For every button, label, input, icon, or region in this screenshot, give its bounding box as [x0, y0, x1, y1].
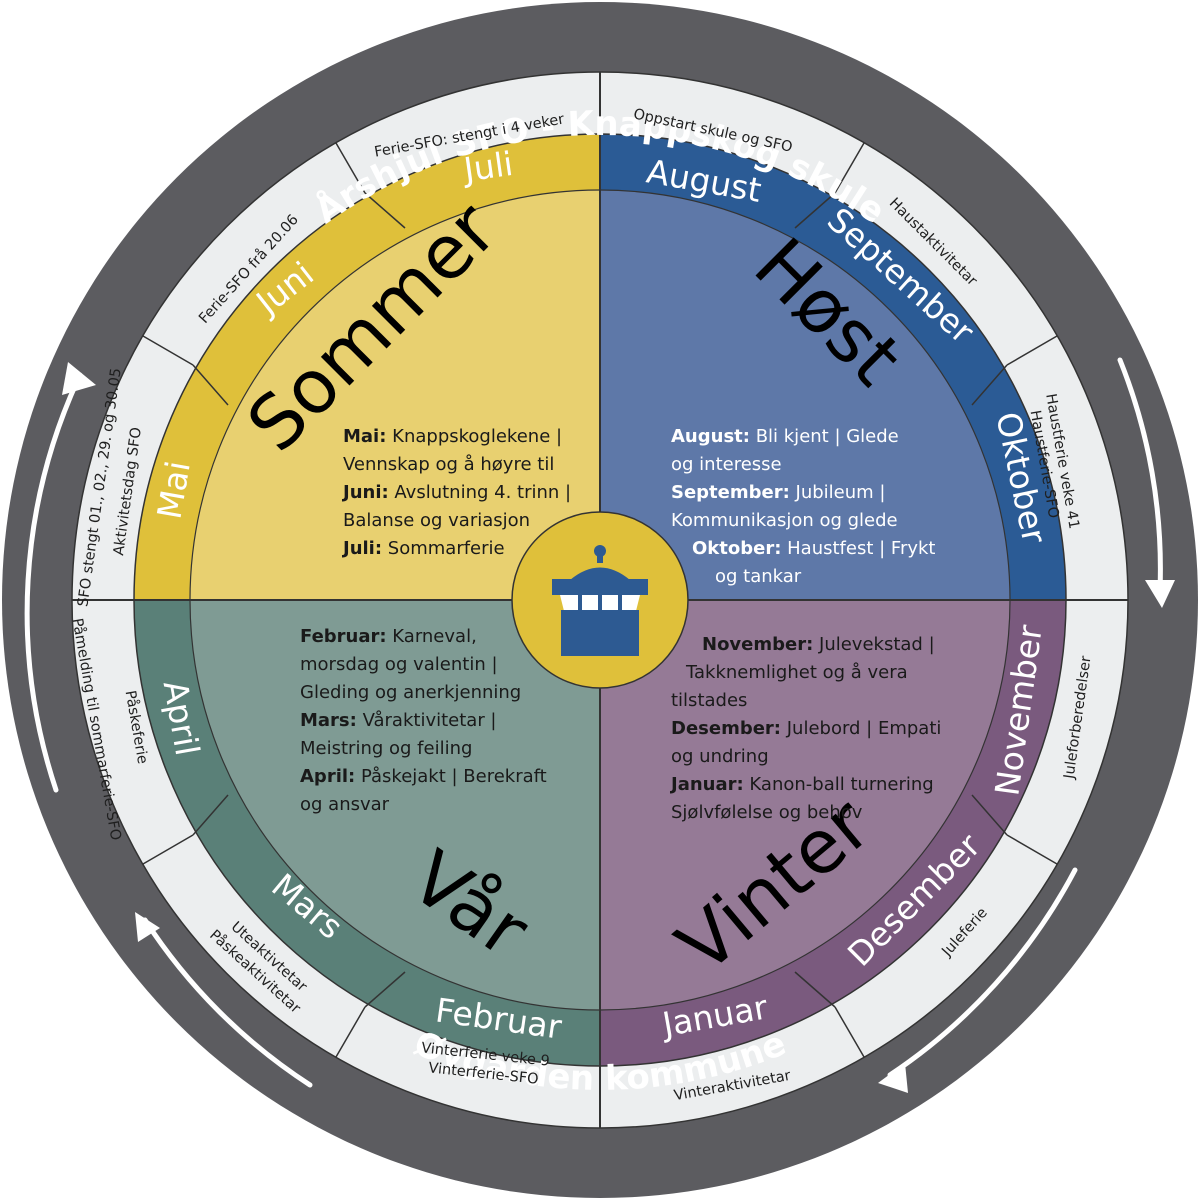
arrow-head-icon	[1145, 580, 1175, 608]
vinter-desc-line5: og undring	[671, 746, 769, 767]
vinter-desc-line1: November: Julevekstad |	[702, 634, 935, 655]
vinter-desc-line6: Januar: Kanon-ball turnering	[669, 774, 934, 795]
var-desc-line5: Meistring og feiling	[300, 738, 472, 759]
arrow-heads	[62, 362, 1175, 1093]
host-desc-line1: August: Bli kjent | Glede	[671, 426, 899, 447]
month-dividers	[142, 142, 1058, 1058]
var-desc-line2: morsdag og valentin |	[300, 654, 498, 675]
arrow-head-icon	[62, 362, 96, 395]
month-ring-outline	[133, 133, 1067, 1067]
center-emblem	[511, 511, 689, 689]
host-desc-line4: Kommunikasjon og glede	[671, 510, 898, 531]
vinter-desc-line2: Takknemlighet og å vera	[685, 662, 908, 683]
sommer-desc-line1: Mai: Knappskoglekene |	[343, 426, 562, 447]
month-juli: Juli	[459, 144, 515, 190]
kiosk-icon	[552, 545, 648, 656]
arrow-bottom-left	[142, 917, 313, 1088]
cycle-arrows	[24, 357, 1163, 1088]
vinter-desc-line7: Sjølvfølelse og behov	[671, 802, 863, 823]
sommer-fill	[190, 190, 600, 600]
var-desc-line1: Februar: Karneval,	[300, 626, 477, 647]
host-description: August: Bli kjent | Glede og interesse S…	[671, 426, 936, 587]
inner-ring-outline	[189, 189, 1011, 1011]
host-desc-line2: og interesse	[671, 454, 782, 475]
vinter-fill	[600, 600, 1010, 1010]
sommer-description: Mai: Knappskoglekene | Vennskap og å høy…	[341, 426, 571, 559]
vinter-desc-line3: tilstades	[671, 690, 747, 711]
var-fill	[190, 600, 600, 1010]
arrow-bottom-right	[887, 867, 1078, 1078]
arrow-left-up	[24, 372, 83, 793]
sommer-desc-line3: Juni: Avslutning 4. trinn |	[341, 482, 571, 503]
host-desc-line3: September: Jubileum |	[671, 482, 885, 503]
var-desc-line6: April: Påskejakt | Berekraft	[300, 766, 547, 787]
sommer-desc-line4: Balanse og variasjon	[343, 510, 530, 531]
arrow-head-icon	[878, 1063, 908, 1093]
var-description: Februar: Karneval, morsdag og valentin |…	[300, 626, 547, 815]
vinter-desc-line4: Desember: Julebord | Empati	[671, 718, 941, 739]
host-desc-line6: og tankar	[715, 566, 802, 587]
var-desc-line3: Gleding og anerkjenning	[300, 682, 521, 703]
arrow-head-icon	[135, 912, 160, 942]
sommer-desc-line2: Vennskap og å høyre til	[343, 454, 554, 475]
var-desc-line4: Mars: Våraktivitetar |	[300, 710, 497, 731]
sommer-desc-line5: Juli: Sommarferie	[341, 538, 505, 559]
var-desc-line7: og ansvar	[300, 794, 390, 815]
host-desc-line5: Oktober: Haustfest | Frykt	[692, 538, 936, 559]
host-fill	[600, 190, 1010, 600]
vinter-description: November: Julevekstad | Takknemlighet og…	[669, 634, 941, 823]
arrow-right-down	[1117, 357, 1163, 593]
